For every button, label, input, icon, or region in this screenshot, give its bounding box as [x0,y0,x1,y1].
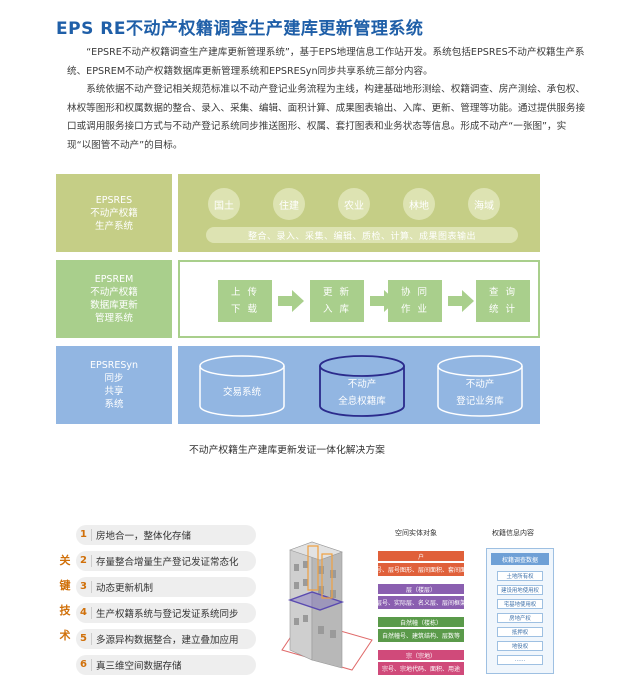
item-text: 生产权籍系统与登记发证系统同步 [96,609,239,620]
side-char: 键 [59,579,71,592]
intro-paragraph-1: “EPSRE不动产权籍调查生产建库更新管理系统”，基于EPS地理信息工作站开发。… [67,47,585,77]
side-char: 技 [59,604,71,617]
step-upload-download: 上 传 下 载 [218,280,272,322]
step-update-store: 更 新 入 库 [310,280,364,322]
object-bar: 层号、实际层、名义层、层间框架 [376,596,466,609]
database-icon [199,355,285,417]
rights-item: 建设用地使用权 [497,585,543,595]
pill-haiyu: 海域 [468,188,500,220]
arrow-right-icon [448,290,474,312]
rights-item: 地役权 [497,641,543,651]
item-text: 动态更新机制 [96,583,154,594]
item-number: 5 [76,633,92,645]
row-body-epsrem: 上 传 下 载 更 新 入 库 协 同 作 业 查 询 统 计 [178,260,540,338]
intro-paragraph-2: 系统依据不动产登记相关规范标准以不动产登记业务流程为主线，构建基础地形测绘、权籍… [67,84,586,151]
object-bar: 层（楼层） [378,584,464,594]
item-number: 2 [76,555,92,567]
db-transaction-label: 交易系统 [222,387,261,398]
item-text: 多源异构数据整合，建立叠加应用 [96,635,239,646]
step-query-stats: 查 询 统 计 [476,280,530,322]
list-item: 3 动态更新机制 [76,577,256,597]
architecture-diagram: EPSRES 不动产权籍 生产系统 国土 住建 农业 林地 海域 整合、录入、采… [56,174,540,434]
row-body-epsresyn: 交易系统 不动产 全息权籍库 不动产 登记业务库 [178,346,540,424]
key-tech-side-label: 关 键 技 术 [57,548,73,648]
item-text: 存量整合增量生产登记发证常态化 [96,557,239,568]
item-number: 4 [76,607,92,619]
diagram-caption: 不动产权籍生产建库更新发证一体化解决方案 [189,445,385,456]
rights-item: 土地所有权 [497,571,543,581]
db-registration-label: 不动产 登记业务库 [456,379,504,407]
database-icon [319,355,405,417]
item-number: 6 [76,659,92,671]
item-number: 3 [76,581,92,593]
object-bar: 宗号、宗地代码、面积、用途 [378,662,464,675]
arrow-right-icon [278,290,304,312]
pill-zhujian: 住建 [273,188,305,220]
list-item: 6 真三维空间数据存储 [76,655,256,675]
item-text: 房地合一，整体化存储 [96,531,192,542]
pill-guotu: 国土 [208,188,240,220]
object-bar: 自然幢（楼栋） [378,617,464,627]
rights-header: 权籍信息内容 [492,529,534,537]
side-char: 关 [59,554,71,567]
object-bar: 层号、层号图形、层间面积、套间面积 [370,563,472,576]
rights-item: 房地产权 [497,613,543,623]
function-bar: 整合、录入、采集、编辑、质检、计算、成果图表输出 [206,227,518,243]
pill-lindi: 林地 [403,188,435,220]
list-item: 4 生产权籍系统与登记发证系统同步 [76,603,256,623]
object-bar: 自然幢号、建筑结构、层数等 [378,629,464,642]
objects-header: 空间实体对象 [395,529,437,537]
db-holographic-label: 不动产 全息权籍库 [338,379,386,407]
row-label-epsres: EPSRES 不动产权籍 生产系统 [56,174,172,252]
row-label-epsresyn: EPSRESyn 同步 共享 系统 [56,346,172,424]
rights-item: 抵押权 [497,627,543,637]
list-item: 1 房地合一，整体化存储 [76,525,256,545]
item-number: 1 [76,529,92,541]
object-bar: 户 [378,551,464,561]
row-body-epsres: 国土 住建 农业 林地 海域 整合、录入、采集、编辑、质检、计算、成果图表输出 [178,174,540,252]
object-bar: 宗（宗地） [378,650,464,660]
intro-text: “EPSRE不动产权籍调查生产建库更新管理系统”，基于EPS地理信息工作站开发。… [67,44,587,156]
list-item: 5 多源异构数据整合，建立叠加应用 [76,629,256,649]
pill-nongye: 农业 [338,188,370,220]
building-illustration [281,541,373,671]
rights-head-box: 权籍调查数据 [491,553,549,565]
item-text: 真三维空间数据存储 [96,661,182,672]
list-item: 2 存量整合增量生产登记发证常态化 [76,551,256,571]
page-title: EPS RE不动产权籍调查生产建库更新管理系统 [56,19,424,39]
rights-item: 宅基地使用权 [497,599,543,609]
database-icon [437,355,523,417]
row-label-epsrem: EPSREM 不动产权籍 数据库更新 管理系统 [56,260,172,338]
rights-panel: 权籍调查数据 土地所有权 建设用地使用权 宅基地使用权 房地产权 抵押权 地役权… [486,548,554,674]
side-char: 术 [59,629,71,642]
rights-item: …… [497,655,543,665]
step-collaborate: 协 同 作 业 [388,280,442,322]
